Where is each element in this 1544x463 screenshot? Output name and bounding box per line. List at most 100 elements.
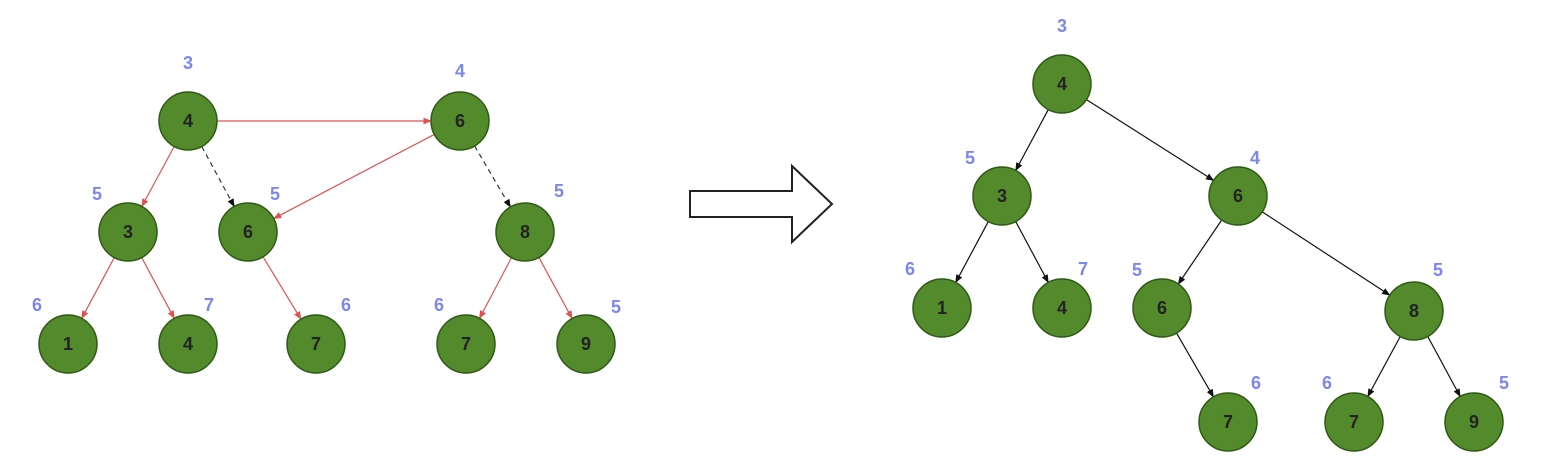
left-node-L_i: 9: [556, 314, 616, 374]
node-circle: [286, 314, 346, 374]
node-circle: [436, 314, 496, 374]
left-node-L_a: 6: [430, 91, 490, 151]
right-node-label-R_d: 7: [1078, 259, 1088, 279]
left-node-L_e: 1: [38, 314, 98, 374]
node-value: 7: [1223, 412, 1233, 432]
right-node-label-R_a: 5: [965, 148, 975, 168]
node-circle: [1324, 392, 1384, 452]
right-edge-R_b-R_e: [1177, 219, 1223, 285]
node-value: 9: [581, 334, 591, 354]
right-node-R_i: 9: [1444, 392, 1504, 452]
node-circle: [972, 166, 1032, 226]
right-node-R_root: 4: [1032, 54, 1092, 114]
right-node-label-R_e: 5: [1132, 260, 1142, 280]
left-edge-L_a-L_d: [474, 145, 511, 208]
left-node-L_c: 6: [218, 202, 278, 262]
left-edge-L_root-L_b: [141, 146, 175, 208]
left-node-label-L_h: 6: [434, 295, 444, 315]
left-node-label-L_e: 6: [32, 295, 42, 315]
left-node-L_g: 7: [286, 314, 346, 374]
node-circle: [912, 278, 972, 338]
right-node-label-R_c: 6: [905, 259, 915, 279]
right-edge-R_root-R_a: [1015, 109, 1049, 172]
node-circle: [158, 314, 218, 374]
node-circle: [1032, 278, 1092, 338]
node-value: 7: [461, 334, 471, 354]
transform-arrow-icon: [689, 163, 834, 245]
left-edge-L_root-L_c: [201, 146, 235, 208]
node-circle: [158, 91, 218, 151]
right-node-R_g: 7: [1198, 392, 1258, 452]
right-node-label-R_g: 6: [1251, 373, 1261, 393]
right-node-label-R_f: 5: [1433, 260, 1443, 280]
edges-layer: [81, 99, 1461, 398]
right-node-R_a: 3: [972, 166, 1032, 226]
node-value: 3: [997, 186, 1007, 206]
right-edge-R_b-R_f: [1261, 211, 1391, 296]
node-value: 7: [1349, 412, 1359, 432]
node-value: 4: [183, 334, 193, 354]
left-node-L_f: 4: [158, 314, 218, 374]
node-value: 8: [1409, 301, 1419, 321]
node-value: 4: [183, 111, 193, 131]
right-node-R_b: 6: [1208, 166, 1268, 226]
left-node-L_root: 4: [158, 91, 218, 151]
left-edge-L_b-L_f: [141, 257, 175, 320]
node-circle: [1384, 281, 1444, 341]
right-node-R_e: 6: [1132, 278, 1192, 338]
right-edge-R_f-R_h: [1367, 336, 1401, 398]
right-node-label-R_b: 4: [1250, 148, 1260, 168]
node-value: 1: [937, 298, 947, 318]
node-circle: [1198, 392, 1258, 452]
left-node-L_d: 8: [495, 202, 555, 262]
node-value: 4: [1057, 298, 1067, 318]
node-value: 6: [1233, 186, 1243, 206]
node-circle: [430, 91, 490, 151]
left-node-L_b: 3: [98, 202, 158, 262]
left-node-label-L_f: 7: [204, 295, 214, 315]
node-value: 4: [1057, 74, 1067, 94]
right-node-R_h: 7: [1324, 392, 1384, 452]
node-value: 9: [1469, 412, 1479, 432]
left-node-label-L_c: 5: [270, 184, 280, 204]
left-edge-L_b-L_e: [81, 257, 115, 320]
right-edge-R_root-R_b: [1086, 99, 1215, 181]
right-edge-R_e-R_g: [1176, 332, 1214, 398]
left-node-label-L_b: 5: [92, 184, 102, 204]
right-node-R_f: 8: [1384, 281, 1444, 341]
left-edge-L_d-L_i: [538, 257, 573, 320]
node-value: 8: [520, 222, 530, 242]
right-edge-R_a-R_c: [955, 221, 989, 284]
node-value: 6: [455, 111, 465, 131]
right-node-R_c: 1: [912, 278, 972, 338]
node-circle: [98, 202, 158, 262]
node-circle: [1444, 392, 1504, 452]
left-node-label-L_a: 4: [455, 61, 465, 81]
right-node-label-R_h: 6: [1322, 373, 1332, 393]
left-edge-L_c-L_g: [262, 256, 302, 320]
node-circle: [1208, 166, 1268, 226]
left-node-label-L_root: 3: [183, 53, 193, 73]
right-node-R_d: 4: [1032, 278, 1092, 338]
left-node-L_h: 7: [436, 314, 496, 374]
node-value: 6: [243, 222, 253, 242]
node-value: 7: [311, 334, 321, 354]
node-circle: [218, 202, 278, 262]
left-node-label-L_g: 6: [341, 295, 351, 315]
left-node-label-L_i: 5: [611, 297, 621, 317]
right-node-label-R_root: 3: [1057, 16, 1067, 36]
node-value: 6: [1157, 298, 1167, 318]
left-edge-L_a-L_c: [272, 133, 435, 220]
right-edge-R_f-R_i: [1427, 336, 1461, 398]
left-node-label-L_d: 5: [554, 181, 564, 201]
right-edge-R_a-R_d: [1015, 221, 1049, 284]
node-circle: [495, 202, 555, 262]
node-circle: [1132, 278, 1192, 338]
node-circle: [1032, 54, 1092, 114]
node-value: 1: [63, 334, 73, 354]
node-value: 3: [123, 222, 133, 242]
right-node-label-R_i: 5: [1499, 373, 1509, 393]
node-circle: [38, 314, 98, 374]
